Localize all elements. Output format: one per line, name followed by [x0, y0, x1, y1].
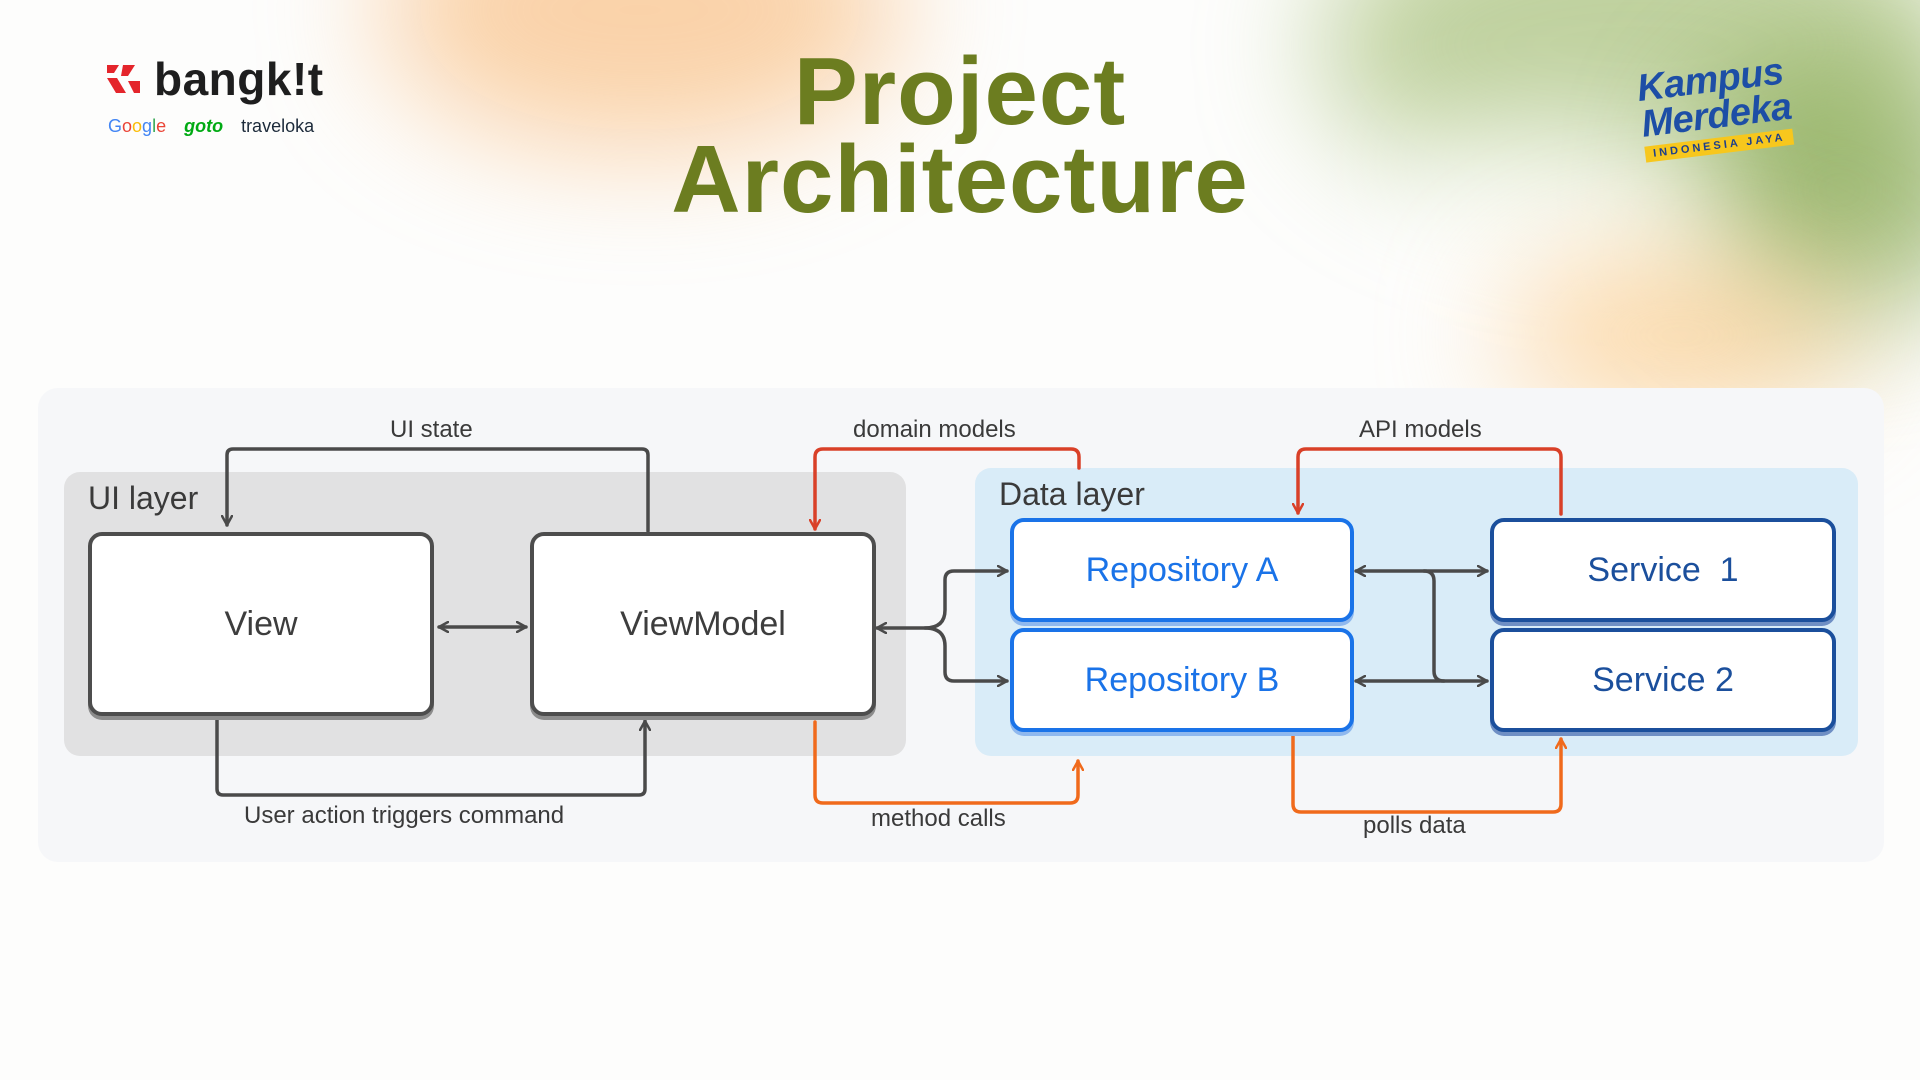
view-label: View: [224, 604, 298, 643]
repository-a-box: Repository A: [1010, 518, 1354, 622]
view-box: View: [88, 532, 434, 716]
viewmodel-box: ViewModel: [530, 532, 876, 716]
bangkit-logo: bangk!t Google goto traveloka: [104, 56, 324, 137]
data-layer-label: Data layer: [999, 476, 1145, 512]
service-2-box: Service 2: [1490, 628, 1836, 732]
title-line-2: Architecture: [671, 126, 1249, 233]
kampus-merdeka-logo: Kampus Merdeka INDONESIA JAYA: [1635, 49, 1825, 163]
repository-a-label: Repository A: [1085, 550, 1279, 589]
api-models-label: API models: [1359, 416, 1482, 443]
bangkit-mark-icon: [107, 65, 140, 93]
ui-layer-label: UI layer: [88, 480, 199, 516]
service-1-box: Service 1: [1490, 518, 1836, 622]
repository-b-box: Repository B: [1010, 628, 1354, 732]
polls-data-label: polls data: [1363, 812, 1466, 839]
polls-data-arrow: [1291, 731, 1561, 814]
connectors: [215, 447, 1884, 814]
google-logo: Google: [108, 116, 167, 136]
architecture-diagram: UI layer Data layer: [38, 388, 1884, 862]
user-action-label: User action triggers command: [244, 802, 565, 829]
ui-state-label: UI state: [390, 416, 473, 443]
traveloka-logo: traveloka: [241, 116, 315, 136]
api-models-arrow: [1298, 447, 1563, 516]
service-2-label: Service 2: [1592, 660, 1734, 699]
domain-models-label: domain models: [853, 416, 1016, 443]
service-1-label: Service 1: [1587, 550, 1739, 589]
domain-models-arrow: [815, 447, 1081, 531]
ui-state-arrow: [227, 447, 650, 533]
method-calls-label: method calls: [871, 805, 1006, 832]
viewmodel-label: ViewModel: [620, 604, 786, 643]
title-line-1: Project: [793, 38, 1127, 145]
bangkit-wordmark: bangk!t: [154, 53, 324, 105]
viewmodel-repo-a-arrow: [875, 571, 1009, 628]
user-action-arrow: [215, 712, 645, 797]
repo-cross-arrow: [1422, 569, 1446, 683]
goto-logo: goto: [184, 116, 224, 136]
repository-b-label: Repository B: [1084, 660, 1280, 699]
page-title: Project Architecture: [560, 44, 1360, 228]
method-calls-arrow: [813, 720, 1078, 805]
viewmodel-repo-b-arrow: [923, 626, 1009, 681]
